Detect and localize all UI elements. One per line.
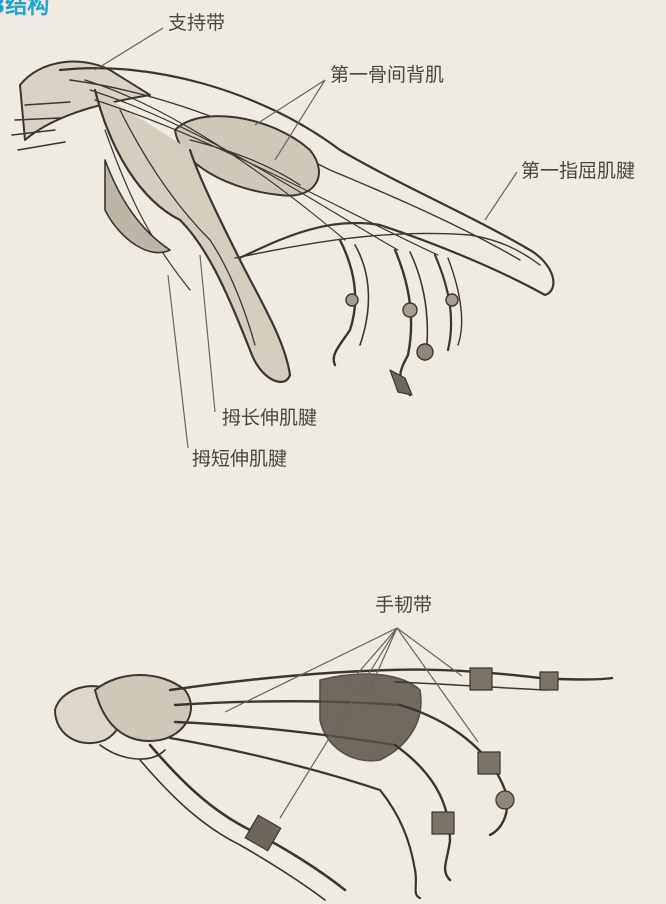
label-first-dorsal-interosseous: 第一骨间背肌 bbox=[330, 66, 444, 85]
leader-retinaculum bbox=[95, 28, 163, 70]
leader-extensor-longus bbox=[200, 255, 215, 412]
label-first-flexor-tendon: 第一指屈肌腱 bbox=[521, 162, 635, 181]
leader-flexor-tendon bbox=[485, 172, 517, 220]
label-extensor-pollicis-longus: 拇长伸肌腱 bbox=[222, 409, 317, 428]
label-extensor-pollicis-brevis: 拇短伸肌腱 bbox=[192, 450, 287, 469]
label-retinaculum: 支持带 bbox=[168, 14, 225, 33]
leader-extensor-brevis bbox=[168, 275, 188, 448]
hand-bones-illustration bbox=[55, 668, 612, 900]
section-title: 3结构 bbox=[0, 0, 49, 18]
hand-muscles-illustration bbox=[12, 62, 553, 395]
label-hand-ligaments: 手韧带 bbox=[375, 596, 432, 615]
